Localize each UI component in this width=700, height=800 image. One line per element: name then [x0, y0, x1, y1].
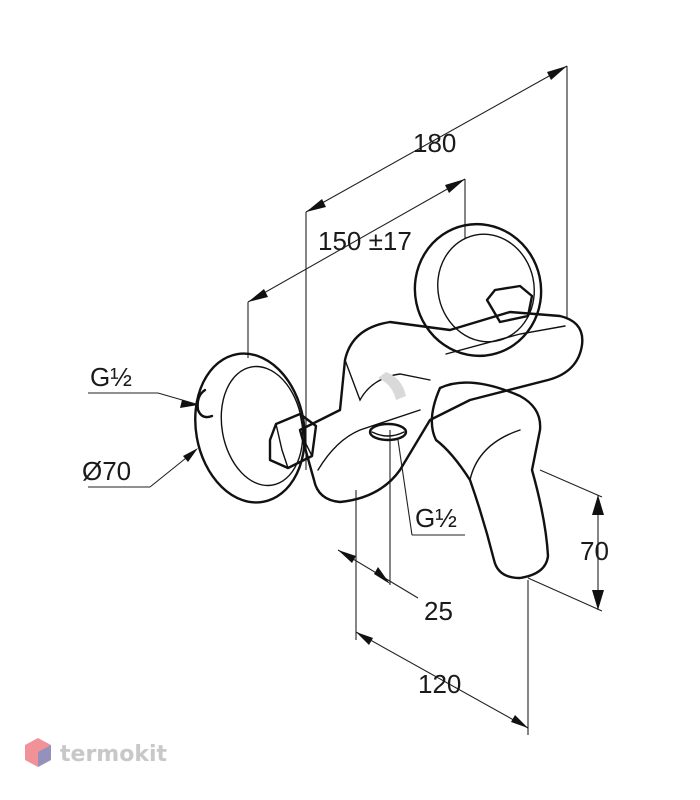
dim-overall-width: 180: [413, 128, 456, 158]
watermark-logo: termokit: [25, 738, 167, 767]
dim-outlet-offset: 25: [424, 596, 453, 626]
dim-thread-outlet: G½: [415, 503, 457, 533]
dim-spout-depth: 120: [418, 669, 461, 699]
brand-name: termokit: [60, 742, 167, 767]
dim-lever-height: 70: [580, 536, 609, 566]
mixer-body: [194, 222, 584, 580]
dim-thread-left: G½: [90, 362, 132, 392]
dim-centers: 150 ±17: [318, 226, 412, 256]
dim-rosette-diameter: Ø70: [82, 456, 131, 486]
dimension-lines: [88, 65, 604, 735]
dimension-labels: 180 150 ±17 G½ Ø70 G½ 25 120 70: [82, 128, 609, 699]
